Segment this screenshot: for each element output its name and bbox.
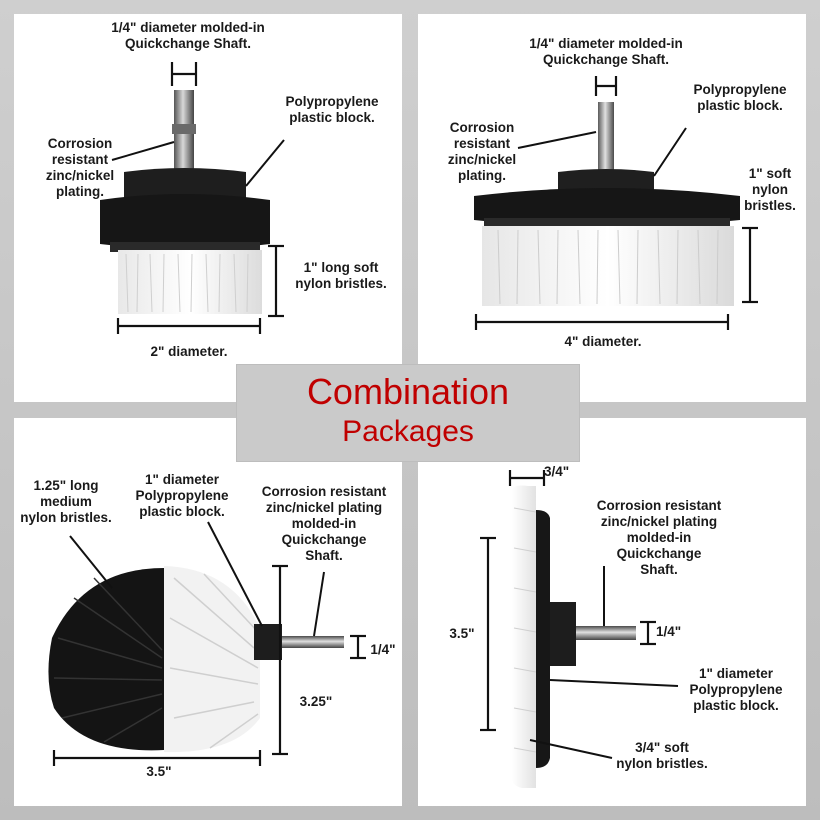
label-shaft: 1/4" diameter molded-in Quickchange Shaf… <box>111 20 265 51</box>
label-bristles: 1.25" long medium nylon bristles. <box>20 478 112 525</box>
label-block: Polypropylene plastic block. <box>693 82 787 113</box>
label-bristles: 1" soft nylon bristles. <box>744 166 796 213</box>
label-plating: Corrosion resistant zinc/nickel plating. <box>447 120 517 183</box>
label-height: 3.25" <box>299 694 333 709</box>
label-shaft: 1/4" diameter molded-in Quickchange Shaf… <box>529 36 683 67</box>
label-diameter: 2" diameter. <box>150 344 228 359</box>
label-top-dim: 3/4" <box>544 464 570 479</box>
label-diameter: 4" diameter. <box>564 334 642 349</box>
round-brush-illustration <box>48 521 366 766</box>
label-shaft-dim: 1/4" <box>656 624 682 639</box>
brush-2in-illustration <box>100 62 285 334</box>
panel-round-brush: 1.25" long medium nylon bristles. 1" dia… <box>14 418 402 806</box>
label-block: 1" diameter Polypropylene plastic block. <box>135 472 229 519</box>
side-brush-illustration <box>480 470 679 788</box>
label-plating: Corrosion resistant zinc/nickel plating. <box>45 136 115 199</box>
banner-subtitle: Packages <box>342 415 474 448</box>
label-plating: Corrosion resistant zinc/nickel plating … <box>261 484 387 563</box>
panel-4-inch-brush: 1/4" diameter molded-in Quickchange Shaf… <box>418 14 806 402</box>
panel-side-view-brush: 3/4" Corrosion resistant zinc/nickel pla… <box>418 418 806 806</box>
brush-4in-illustration <box>474 76 758 330</box>
label-bristles: 1" long soft nylon bristles. <box>295 260 387 291</box>
panel-2-inch-brush: 1/4" diameter molded-in Quickchange Shaf… <box>14 14 402 402</box>
label-block: 1" diameter Polypropylene plastic block. <box>689 666 783 713</box>
banner-title: Combination <box>306 371 510 412</box>
combination-banner: Combination Packages <box>236 364 580 462</box>
label-block: Polypropylene plastic block. <box>285 94 379 125</box>
label-plating: Corrosion resistant zinc/nickel plating … <box>596 498 722 577</box>
label-height: 3.5" <box>449 626 475 641</box>
label-width: 3.5" <box>146 764 172 779</box>
label-shaft-dim: 1/4" <box>370 642 396 657</box>
label-bristles: 3/4" soft nylon bristles. <box>616 740 708 771</box>
